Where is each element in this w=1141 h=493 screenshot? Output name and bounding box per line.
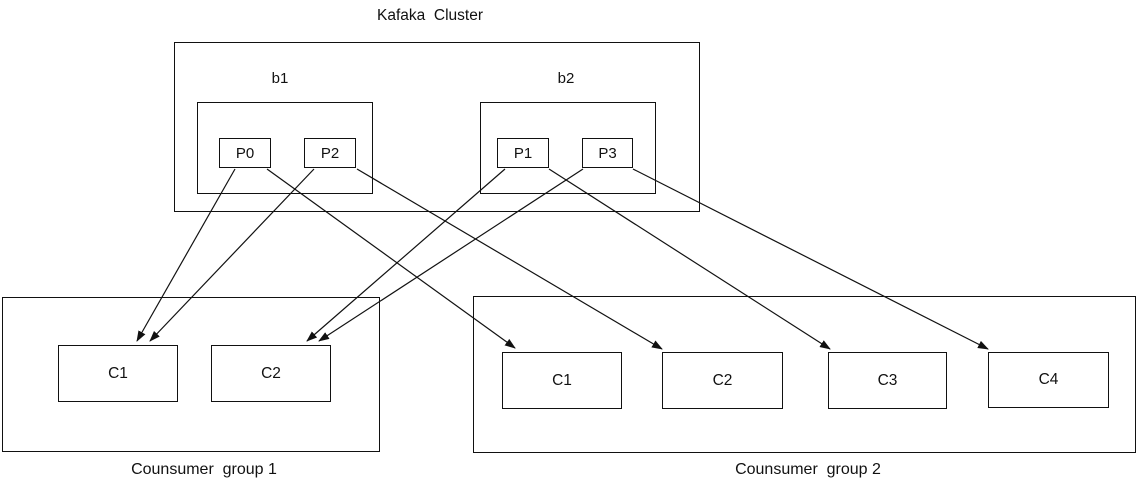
group1-consumer-c1-label: C1 [108,364,128,382]
consumer-group-2-label: Counsumer group 2 [735,461,881,478]
group2-consumer-c3-label: C3 [877,371,898,389]
partition-p3: P3 [582,138,633,168]
partition-p1: P1 [497,138,549,168]
group1-consumer-c2-label: C2 [261,364,281,382]
group1-consumer-c2: C2 [211,345,331,402]
group2-consumer-c3: C3 [828,352,947,409]
partition-p2-label: P2 [320,144,340,162]
group2-consumer-c1: C1 [502,352,622,409]
partition-p2: P2 [304,138,356,168]
consumer-group-1-label: Counsumer group 1 [131,461,277,478]
broker-b1-label: b1 [271,70,289,87]
group2-consumer-c4-label: C4 [1038,371,1059,388]
group2-consumer-c2: C2 [662,352,783,409]
group1-consumer-c1: C1 [58,345,178,402]
group2-consumer-c2-label: C2 [712,371,733,389]
group2-consumer-c1-label: C1 [552,371,572,389]
partition-p1-label: P1 [513,144,533,162]
partition-p0: P0 [219,138,271,168]
partition-p3-label: P3 [598,144,617,162]
partition-p0-label: P0 [235,144,255,162]
group2-consumer-c4: C4 [988,352,1109,408]
cluster-title: Kafaka Cluster [377,7,483,24]
broker-b2-label: b2 [557,70,575,87]
